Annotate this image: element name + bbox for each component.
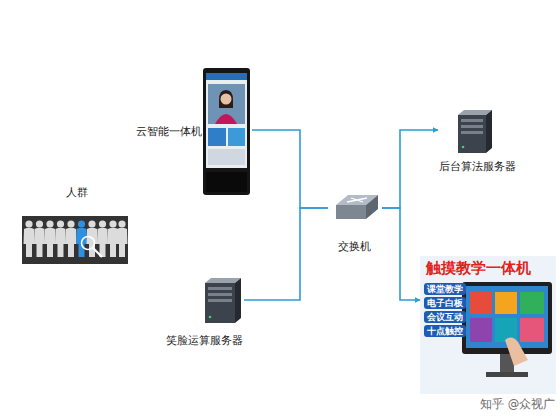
kiosk-person-hair: [219, 90, 233, 108]
server-illustration: [205, 278, 241, 323]
kiosk-video: [208, 84, 245, 124]
person-figure: [34, 220, 45, 257]
switch-node: 交换机: [328, 190, 382, 254]
person-figure: [97, 220, 108, 257]
feature-button: 会议互动: [424, 311, 466, 323]
server-side: [486, 110, 492, 153]
switch-arrows: [347, 198, 367, 202]
server-bay: [208, 299, 232, 302]
person-figure: [24, 220, 35, 257]
kiosk-panel: [208, 149, 245, 165]
connector-line: [382, 208, 420, 300]
crowd-backdrop: [22, 216, 128, 264]
person-figure-highlight: [76, 220, 87, 257]
touch-panel-illustration: [420, 256, 556, 394]
kiosk-node: 云智能一体机: [136, 66, 252, 196]
person-figure: [45, 220, 56, 257]
connector-line: [382, 130, 438, 208]
panel-title: 触摸教学一体机: [426, 259, 531, 277]
device-label: 人群: [66, 186, 88, 199]
crowd-node: 人群: [18, 184, 130, 268]
server-bay: [208, 287, 232, 290]
server-bay: [461, 131, 483, 134]
server-side: [235, 278, 241, 323]
server-bay: [461, 119, 483, 122]
kiosk-illustration: [203, 68, 250, 195]
device-label: 后台算法服务器: [439, 160, 516, 173]
person-figure: [66, 220, 77, 257]
person-figure: [55, 220, 66, 257]
switch-illustration: [336, 195, 378, 219]
device-label: 笑脸运算服务器: [166, 334, 243, 347]
server-bay: [208, 293, 232, 296]
panel-background: [420, 256, 556, 394]
server-light: [209, 316, 212, 319]
kiosk-tile: [208, 128, 226, 146]
kiosk-frame: [203, 68, 250, 195]
server-top: [205, 278, 241, 283]
device-label: 云智能一体机: [136, 125, 202, 138]
server-bay: [461, 125, 483, 128]
touch-panel-node: 触摸教学一体机课堂教学电子白板会议互动十点触控: [420, 256, 556, 394]
person-figure: [117, 220, 128, 257]
screen-tile: [470, 318, 492, 342]
device-label: 交换机: [338, 240, 371, 253]
kiosk-base: [206, 172, 247, 192]
screen-tile: [520, 318, 544, 342]
kiosk-person-body: [215, 114, 237, 124]
switch-side: [366, 195, 378, 219]
touching-hand: [505, 337, 528, 366]
crowd-illustration: [22, 216, 128, 264]
server-node: 笑脸运算服务器: [166, 276, 244, 348]
magnifier-handle: [93, 248, 102, 257]
server-front: [458, 115, 486, 153]
screen-tile: [470, 292, 492, 314]
kiosk-screen: [206, 73, 247, 168]
server-illustration: [458, 110, 492, 153]
magnifier-lens: [82, 237, 95, 250]
server-top: [458, 110, 492, 115]
feature-button: 十点触控: [424, 325, 466, 337]
connector-line: [252, 130, 328, 208]
switch-front: [336, 205, 366, 219]
screen-tile: [495, 292, 517, 314]
server-node: 后台算法服务器: [438, 110, 518, 178]
feature-button: 电子白板: [424, 297, 466, 309]
feature-button: 课堂教学: [424, 283, 466, 295]
kiosk-top-bar: [206, 73, 247, 80]
screen-tile: [520, 292, 544, 314]
kiosk-person-face: [221, 94, 232, 105]
server-front: [205, 283, 235, 323]
monitor-base: [486, 372, 528, 377]
kiosk-tile: [228, 128, 245, 146]
watermark: 知乎 @众视广: [480, 398, 555, 412]
connector-line: [244, 208, 328, 300]
server-light: [462, 146, 465, 149]
